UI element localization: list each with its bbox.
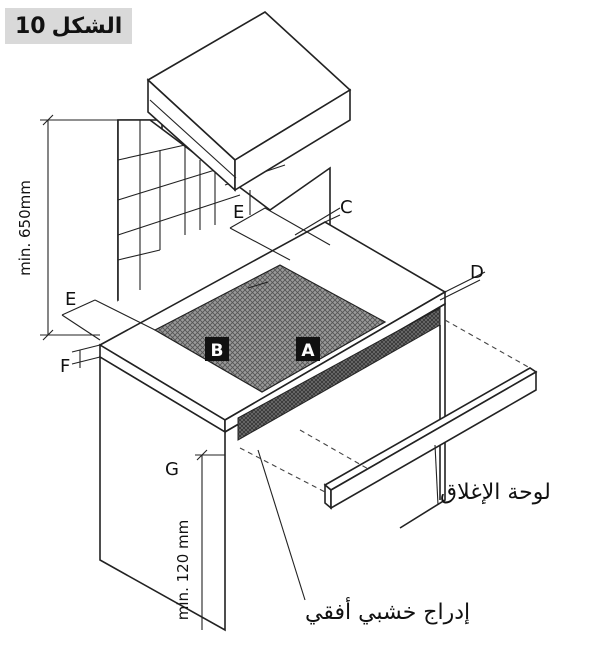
- dimension-e-left: E: [61, 289, 156, 341]
- marker-b: B: [205, 337, 229, 361]
- extractor-hood: [146, 11, 352, 192]
- callout-closing-panel: لوحة الإغلاق: [440, 480, 551, 505]
- svg-text:E: E: [233, 202, 244, 223]
- figure-word: الشكل: [51, 13, 123, 39]
- dimension-f: F: [60, 344, 101, 377]
- svg-text:min. 650mm: min. 650mm: [16, 180, 34, 276]
- dimension-d: D: [439, 262, 486, 301]
- svg-text:C: C: [340, 197, 353, 218]
- callout-leaders: [257, 444, 439, 601]
- dimension-e-top: E: [229, 202, 331, 261]
- closing-panel: [239, 319, 538, 510]
- dimension-floor-clearance: min. 120 mm: [174, 449, 225, 630]
- svg-text:E: E: [65, 289, 76, 310]
- dimension-c: C: [294, 197, 353, 236]
- svg-text:F: F: [60, 356, 70, 377]
- figure-number: 10: [15, 13, 46, 39]
- svg-text:D: D: [470, 262, 484, 283]
- svg-text:min. 120 mm: min. 120 mm: [174, 520, 192, 620]
- callout-drawer: إدراج خشبي أفقي: [305, 600, 471, 625]
- figure-label: 10 الشكل: [5, 8, 133, 44]
- dimension-wall-height: min. 650mm: [16, 114, 118, 341]
- svg-text:B: B: [211, 341, 224, 361]
- dimension-g: G: [165, 459, 179, 480]
- svg-text:G: G: [165, 459, 179, 480]
- marker-a: A: [296, 337, 320, 361]
- svg-text:A: A: [301, 341, 315, 361]
